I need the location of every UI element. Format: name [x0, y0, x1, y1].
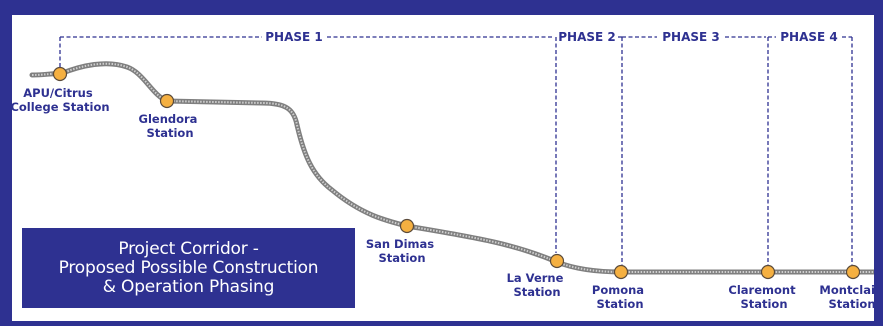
station-label-apu-citrus: APU/Citrus College Station [12, 86, 110, 114]
phase-brackets [59, 36, 853, 265]
station-marker-apu-citrus [52, 66, 68, 82]
station-marker-montclair [845, 264, 861, 280]
station-marker-claremont [760, 264, 776, 280]
station-marker-la-verne [549, 253, 565, 269]
station-label-claremont: Claremont Station [728, 283, 799, 311]
station-markers [52, 66, 861, 280]
station-label-pomona: Pomona Station [592, 283, 648, 311]
station-label-glendora: Glendora Station [139, 112, 202, 140]
diagram-panel: PHASE 1 PHASE 2 PHASE 3 PHASE 4 APU/Citr… [12, 15, 874, 321]
phase-3-label: PHASE 3 [662, 30, 720, 44]
title-line-1: Project Corridor - [118, 238, 259, 259]
station-label-san-dimas: San Dimas Station [366, 237, 438, 265]
station-label-la-verne: La Verne Station [507, 271, 568, 299]
diagram-title-box: Project Corridor - Proposed Possible Con… [22, 228, 355, 308]
station-marker-glendora [159, 93, 175, 109]
corridor-diagram: PHASE 1 PHASE 2 PHASE 3 PHASE 4 APU/Citr… [12, 30, 874, 311]
phase-1-label: PHASE 1 [265, 30, 323, 44]
title-line-3: & Operation Phasing [102, 276, 275, 297]
rail-track-ties [31, 62, 874, 273]
station-marker-pomona [613, 264, 629, 280]
phase-2-label: PHASE 2 [558, 30, 616, 44]
phase-4-label: PHASE 4 [780, 30, 838, 44]
station-marker-san-dimas [399, 218, 415, 234]
title-line-2: Proposed Possible Construction [58, 257, 319, 278]
station-label-montclair: Montclair Station [819, 283, 874, 311]
